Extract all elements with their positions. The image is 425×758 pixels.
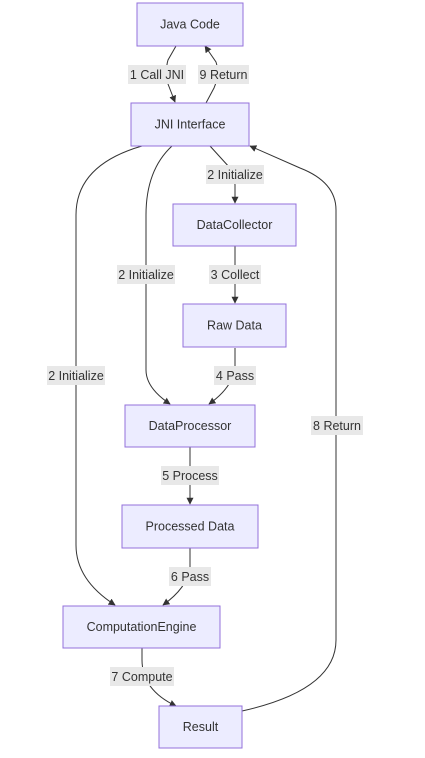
edge-label-return-jni: 8 Return	[311, 416, 363, 435]
node-label: DataProcessor	[149, 419, 232, 433]
edge-label-init-engine: 2 Initialize	[47, 366, 105, 385]
node-data-collector[interactable]: DataCollector	[172, 203, 297, 247]
node-jni-interface[interactable]: JNI Interface	[130, 102, 250, 147]
node-data-processor[interactable]: DataProcessor	[124, 404, 256, 448]
edge-label-pass-raw: 4 Pass	[214, 366, 256, 385]
edge-label-init-processor: 2 Initialize	[117, 265, 175, 284]
node-label: Raw Data	[207, 319, 262, 333]
node-label: Result	[183, 720, 219, 734]
edge-label-call-jni: 1 Call JNI	[128, 65, 186, 84]
edge-label-compute: 7 Compute	[110, 667, 174, 686]
node-processed-data[interactable]: Processed Data	[121, 504, 259, 549]
node-computation-engine[interactable]: ComputationEngine	[62, 605, 221, 649]
node-label: ComputationEngine	[87, 620, 197, 634]
edge-label-text: 8 Return	[313, 419, 361, 433]
edge-init-processor	[145, 145, 173, 405]
node-label: Java Code	[160, 18, 220, 32]
edge-return-jni	[241, 145, 337, 712]
edge-label-text: 7 Compute	[111, 670, 172, 684]
edge-label-text: 1 Call JNI	[130, 68, 184, 82]
edge-label-text: 2 Initialize	[118, 268, 174, 282]
edge-label-text: 6 Pass	[171, 570, 209, 584]
edge-label-collect: 3 Collect	[209, 265, 261, 284]
node-raw-data[interactable]: Raw Data	[182, 303, 287, 348]
edge-label-text: 4 Pass	[216, 369, 254, 383]
edge-label-text: 5 Process	[162, 469, 218, 483]
edge-label-text: 9 Return	[200, 68, 248, 82]
edge-label-pass-processed: 6 Pass	[169, 567, 211, 586]
edge-label-init-collector: 2 Initialize	[206, 165, 264, 184]
edge-label-text: 3 Collect	[211, 268, 260, 282]
edge-label-process: 5 Process	[161, 466, 219, 485]
node-label: DataCollector	[197, 218, 273, 232]
node-label: Processed Data	[146, 520, 235, 534]
node-java-code[interactable]: Java Code	[136, 2, 244, 47]
edge-label-text: 2 Initialize	[48, 369, 104, 383]
edge-init-engine	[75, 145, 143, 606]
node-result[interactable]: Result	[158, 705, 243, 749]
node-label: JNI Interface	[155, 118, 226, 132]
edge-label-return-java: 9 Return	[198, 65, 249, 84]
edge-label-text: 2 Initialize	[207, 168, 263, 182]
